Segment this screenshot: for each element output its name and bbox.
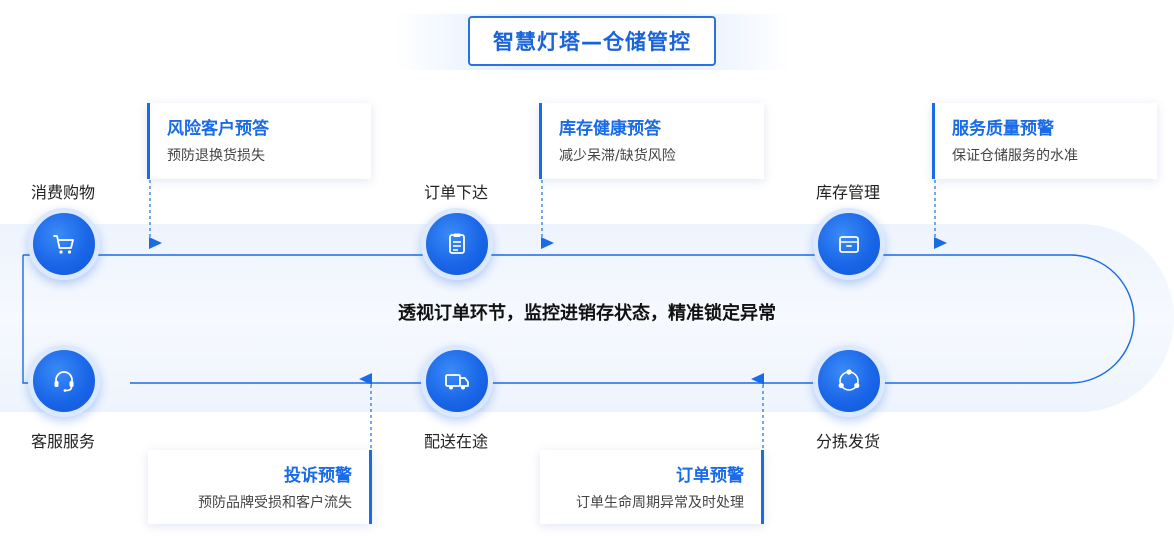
card-complaint-warning: 投诉预警 预防品牌受损和客户流失 — [148, 450, 372, 524]
stage-label-order: 订单下达 — [423, 183, 488, 202]
delivery-truck-icon — [445, 374, 469, 390]
card-title: 订单预警 — [676, 466, 744, 486]
inventory-box-icon — [839, 236, 859, 253]
stage-node-delivery — [421, 345, 493, 417]
stage-node-inventory — [813, 208, 885, 280]
card-desc: 保证仓储服务的水准 — [952, 148, 1078, 164]
headset-icon — [54, 371, 74, 392]
stage-node-service — [28, 345, 100, 417]
stage-node-order — [421, 208, 493, 280]
card-order-warning: 订单预警 订单生命周期异常及时处理 — [540, 450, 764, 524]
card-risk-customer: 风险客户预答 预防退换货损失 — [147, 103, 371, 179]
arrow-left-2 — [751, 373, 764, 385]
loop-line-gap — [98, 377, 130, 389]
card-inventory-health: 库存健康预答 减少呆滞/缺货风险 — [539, 103, 764, 179]
stage-node-shopping — [28, 208, 100, 280]
card-title: 服务质量预警 — [952, 119, 1054, 139]
card-desc: 订单生命周期异常及时处理 — [576, 495, 744, 511]
arrow-right-3 — [934, 237, 947, 249]
sorting-cycle-icon — [838, 369, 860, 391]
center-caption: 透视订单环节，监控进销存状态，精准锁定异常 — [398, 303, 776, 324]
arrow-left-1 — [359, 373, 372, 385]
stage-label-delivery: 配送在途 — [423, 432, 488, 451]
card-desc: 预防品牌受损和客户流失 — [198, 495, 352, 511]
arrow-right-1 — [149, 237, 162, 249]
stage-label-inventory: 库存管理 — [815, 183, 880, 202]
stage-node-sorting — [813, 345, 885, 417]
card-service-quality: 服务质量预警 保证仓储服务的水准 — [932, 103, 1157, 179]
stage-label-shopping: 消费购物 — [30, 183, 95, 202]
card-desc: 减少呆滞/缺货风险 — [559, 148, 676, 164]
order-document-icon — [449, 233, 465, 254]
card-title: 库存健康预答 — [559, 119, 661, 139]
card-desc: 预防退换货损失 — [167, 148, 265, 164]
stage-label-sorting: 分拣发货 — [815, 432, 880, 451]
card-title: 风险客户预答 — [167, 119, 269, 139]
flow-loop-line — [22, 254, 1135, 384]
arrow-right-2 — [541, 237, 554, 249]
shopping-cart-icon — [53, 235, 74, 254]
card-title: 投诉预警 — [284, 466, 352, 486]
page-title: 智慧灯塔—仓储管控 — [468, 16, 716, 66]
stage-label-service: 客服服务 — [30, 432, 95, 451]
